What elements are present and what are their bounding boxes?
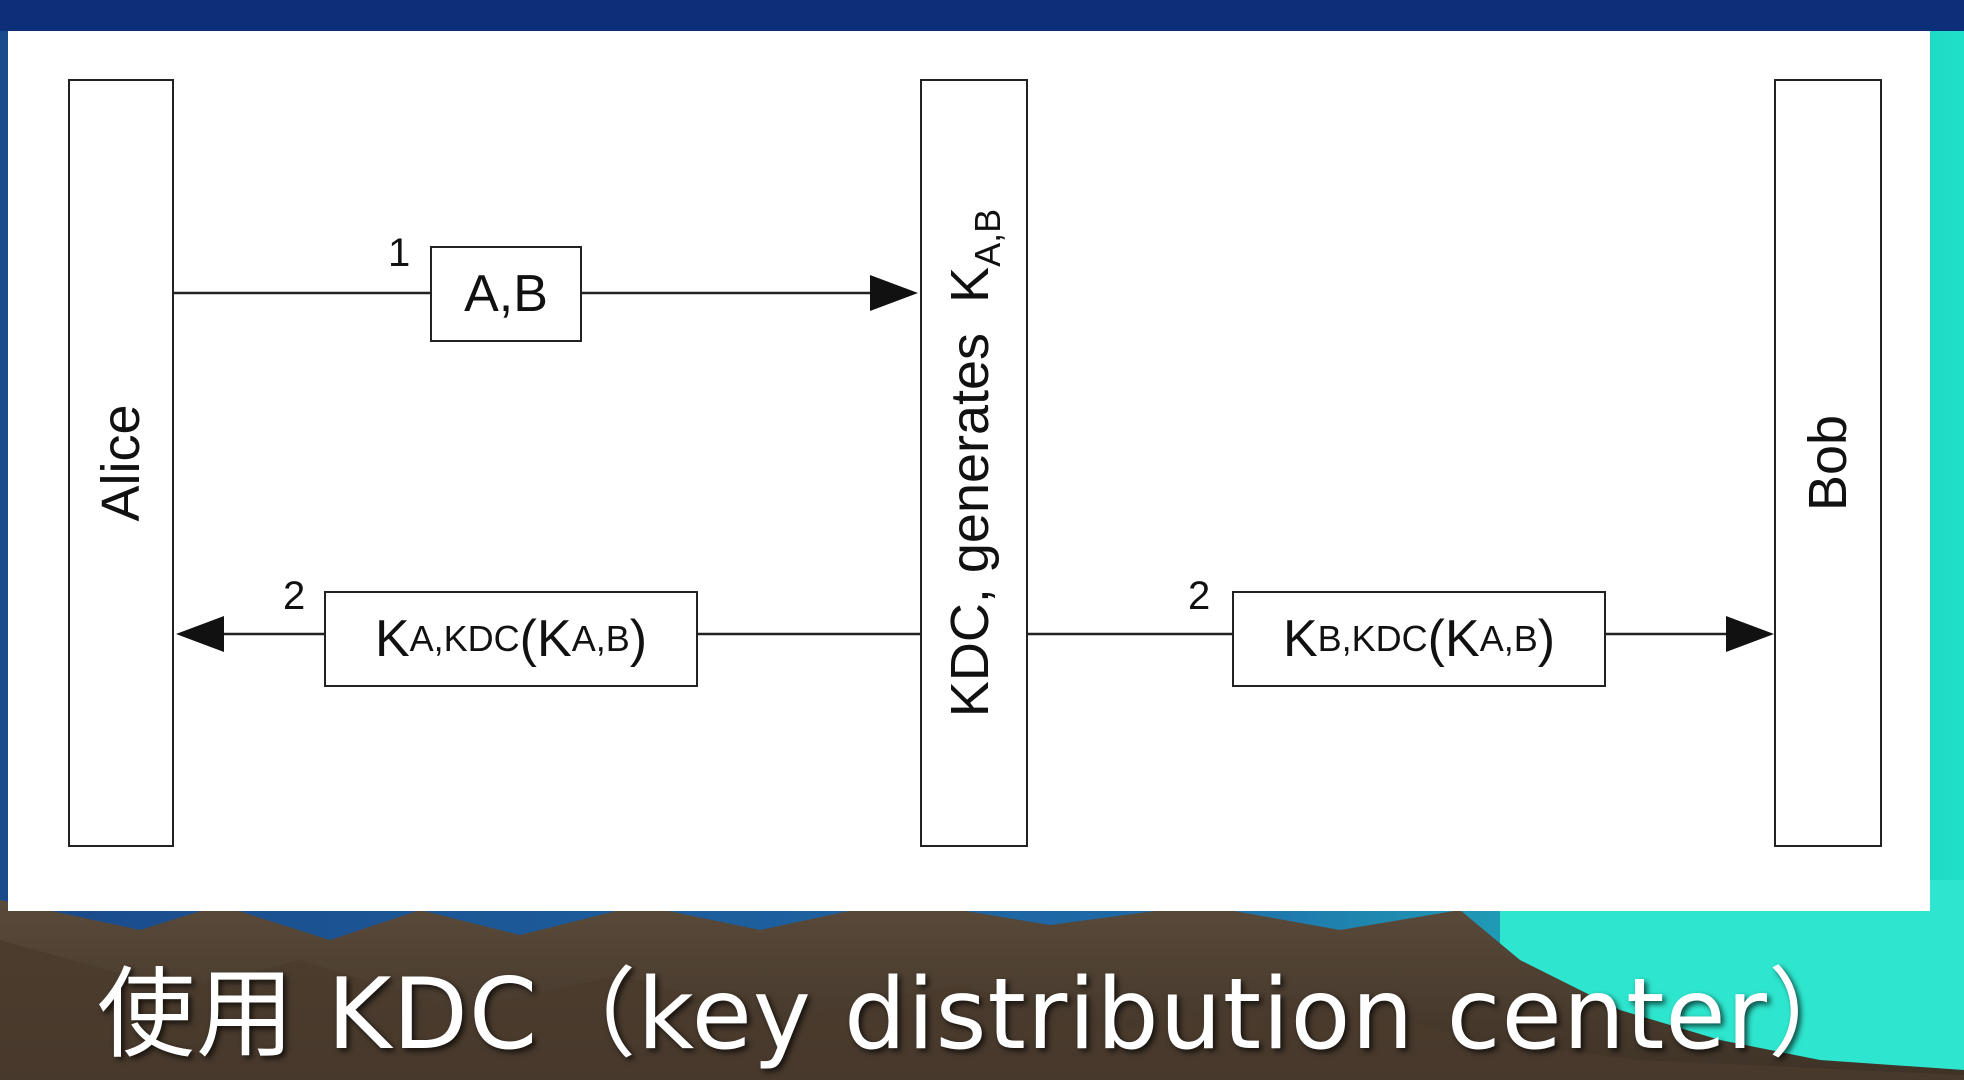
m2-alice-close-paren: ) [629, 610, 648, 668]
kdc-key-letter: K [940, 266, 1001, 303]
arrowhead-2a [176, 616, 224, 652]
message-box-1: A,B [430, 246, 582, 342]
m2-alice-k1: K [374, 610, 410, 668]
kdc-key-sub: A,B [966, 208, 1008, 267]
mountain-ridge [0, 940, 1964, 1080]
step-number-2-bob: 2 [1188, 574, 1211, 618]
m2-alice-k1-sub: A,KDC [409, 618, 520, 659]
slide-caption: 使用 KDC（key distribution center） [97, 958, 1867, 1072]
bob-lifeline: Bob [1774, 79, 1882, 847]
m2-alice-k2: K [537, 610, 572, 668]
step-number-2-alice: 2 [283, 574, 306, 618]
arrowhead-2b [1726, 616, 1774, 652]
m2-bob-close-paren: ) [1537, 610, 1556, 668]
kdc-label-prefix: KDC, generates [940, 332, 1001, 718]
m2-alice-open-paren: ( [519, 610, 537, 668]
kdc-lifeline: KDC, generates KA,B [920, 79, 1028, 847]
m2-bob-k1-sub: B,KDC [1317, 618, 1428, 659]
m2-bob-k2: K [1445, 610, 1480, 668]
m2-bob-k2-sub: A,B [1479, 618, 1538, 659]
m2-bob-open-paren: ( [1427, 610, 1445, 668]
m2-bob-k1: K [1282, 610, 1318, 668]
message-1-text: A,B [464, 265, 548, 323]
arrowhead-1 [870, 275, 918, 311]
bob-label: Bob [1798, 414, 1858, 512]
alice-lifeline: Alice [68, 79, 174, 847]
step-number-1: 1 [388, 231, 411, 275]
alice-label: Alice [91, 404, 151, 522]
m2-alice-k2-sub: A,B [571, 618, 630, 659]
top-bar [0, 0, 1964, 31]
kdc-label: KDC, generates KA,B [939, 209, 1009, 717]
